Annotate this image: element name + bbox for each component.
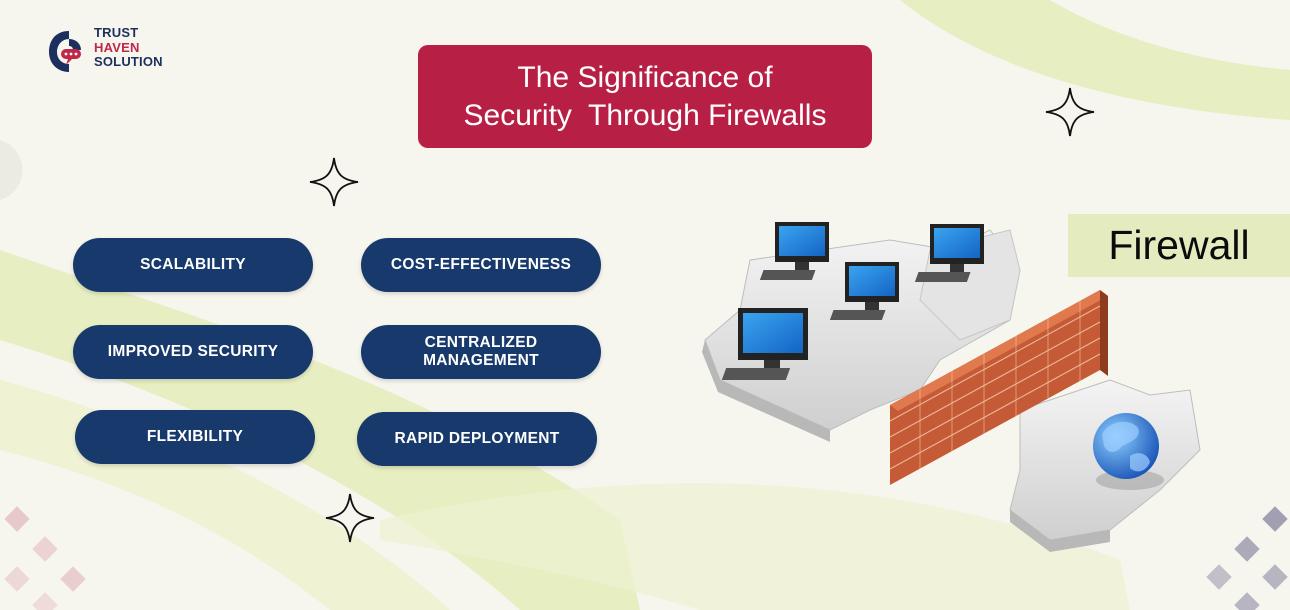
diamond-pattern-left <box>4 506 86 610</box>
diamond-pattern-right <box>1206 506 1288 610</box>
feature-pill-rapid-deployment: RAPID DEPLOYMENT <box>357 412 597 466</box>
sparkle-icon <box>309 157 359 207</box>
brand-logo[interactable]: TRUST HAVEN SOLUTION <box>46 25 186 78</box>
brand-name: TRUST HAVEN SOLUTION <box>94 25 163 70</box>
brand-line-3: SOLUTION <box>94 54 163 69</box>
firewall-illustration <box>702 222 1201 552</box>
title-line-2: Security Through Firewalls <box>463 98 827 132</box>
feature-pill-scalability: SCALABILITY <box>73 238 313 292</box>
page-title: The Significance of Security Through Fir… <box>418 45 872 148</box>
sparkle-icon <box>325 493 375 543</box>
title-line-1: The Significance of <box>517 60 773 94</box>
feature-pill-flexibility: FLEXIBILITY <box>75 410 315 464</box>
computer-icon <box>914 224 984 282</box>
shield-chat-icon <box>49 31 81 72</box>
brand-line-1: TRUST <box>94 25 139 40</box>
computer-icon <box>759 222 829 280</box>
brand-line-2: HAVEN <box>94 39 140 55</box>
sparkle-icon <box>1045 87 1095 137</box>
feature-pill-cost-effectiveness: COST-EFFECTIVENESS <box>361 238 601 292</box>
brick-wall-icon <box>889 290 1108 485</box>
feature-pill-centralized-management: CENTRALIZED MANAGEMENT <box>361 325 601 379</box>
firewall-label: Firewall <box>1068 214 1290 277</box>
feature-pill-improved-security: IMPROVED SECURITY <box>73 325 313 379</box>
globe-icon <box>1093 413 1164 490</box>
computer-icon <box>829 262 899 320</box>
computer-icon <box>721 308 808 380</box>
